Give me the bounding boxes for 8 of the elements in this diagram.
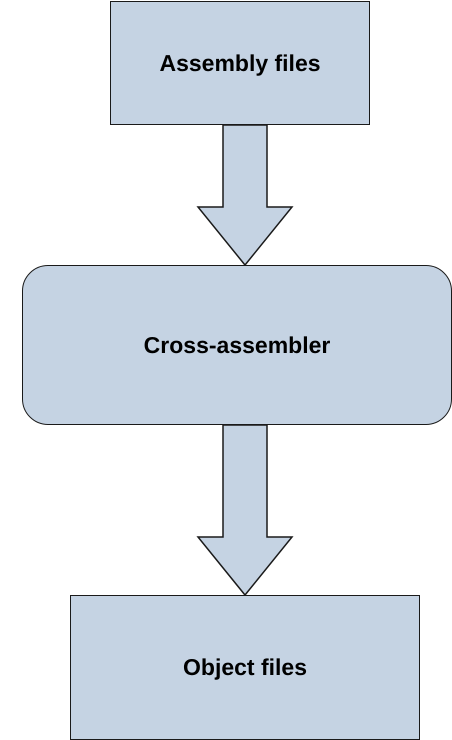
block-arrow — [196, 124, 294, 266]
process-box — [110, 1, 370, 125]
node-label: Assembly files — [159, 50, 321, 76]
node-label: Object files — [183, 654, 307, 681]
process-box — [22, 265, 452, 425]
block-arrow — [196, 424, 294, 596]
node-label: Cross-assembler — [144, 332, 330, 358]
process-box — [70, 595, 420, 740]
